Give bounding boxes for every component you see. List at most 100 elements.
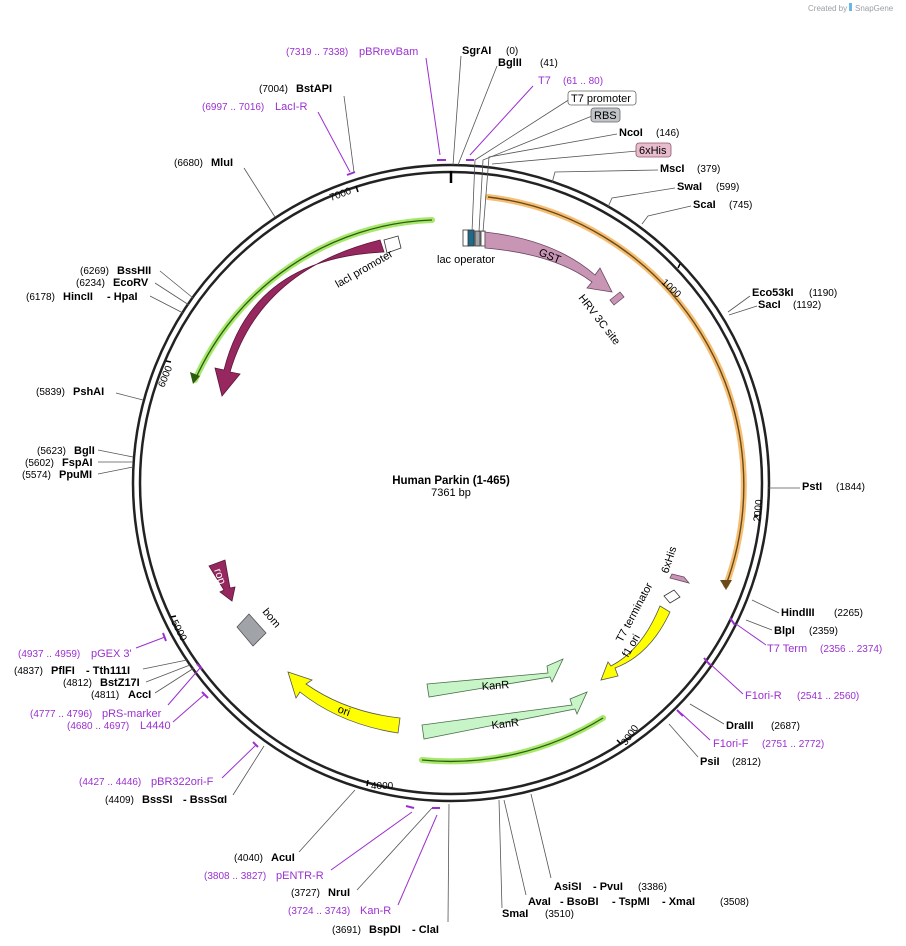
ecorv-label[interactable]: EcoRV <box>113 277 149 289</box>
pshai-label[interactable]: PshAI <box>73 386 104 398</box>
nrui-pos: (3727) <box>291 888 320 899</box>
t7-terminator-arrow[interactable] <box>663 589 681 604</box>
green-arc-top-arrowhead <box>190 372 200 384</box>
lac-operator-feature[interactable] <box>462 229 486 247</box>
bsssi-leader <box>232 745 265 796</box>
ecorv-pos: (6234) <box>76 278 105 289</box>
bsssi-label[interactable]: BssSI <box>142 794 173 806</box>
psii-label[interactable]: PsiI <box>700 756 720 768</box>
mlui-label[interactable]: MluI <box>211 157 233 169</box>
l4440-marker <box>201 691 209 699</box>
bstapi-label[interactable]: BstAPI <box>296 83 332 95</box>
rop-feature-arrow[interactable] <box>208 559 236 602</box>
t7-promoter-box[interactable] <box>567 90 637 106</box>
ncoi-label[interactable]: NcoI <box>619 127 643 139</box>
t7-primer-label[interactable]: T7 <box>538 75 551 87</box>
smai-pos: (3510) <box>545 909 574 920</box>
bgli-label[interactable]: BglI <box>74 445 95 457</box>
prs-marker-label[interactable]: pRS-marker <box>102 708 162 720</box>
bstz17i-leader <box>145 664 191 683</box>
t7term-primer-label[interactable]: T7 Term <box>767 643 807 655</box>
bspdi-label[interactable]: BspDI <box>369 924 401 936</box>
rbs-leader <box>478 115 593 233</box>
rbs-box[interactable] <box>590 107 621 123</box>
draiii-pos: (2687) <box>771 721 800 732</box>
bspdi-leader <box>447 803 450 923</box>
saci-label[interactable]: SacI <box>758 299 781 311</box>
blpi-leader <box>745 619 773 631</box>
laci-promoter-arrow[interactable] <box>383 235 402 254</box>
f1ori-r-label[interactable]: F1ori-R <box>745 690 782 702</box>
f1ori-f-marker <box>676 709 684 717</box>
asisi-label[interactable]: AsiSI <box>554 881 582 893</box>
psii-leader <box>668 723 699 758</box>
pshai-leader <box>115 392 144 401</box>
smai-label[interactable]: SmaI <box>502 908 528 920</box>
f1ori-f-label[interactable]: F1ori-F <box>713 738 749 750</box>
kanr-label-1: KanR <box>481 679 509 693</box>
nrui-label[interactable]: NruI <box>328 887 350 899</box>
ppumi-pos: (5574) <box>22 470 51 481</box>
laci-feature-arrow[interactable] <box>214 239 385 397</box>
gst-feature-arrow[interactable] <box>484 231 613 293</box>
acci-label[interactable]: AccI <box>128 689 151 701</box>
kanr-label-2: KanR <box>491 717 520 732</box>
bsssai-label[interactable]: - BssSαI <box>183 794 227 806</box>
t7-promoter-label: T7 promoter <box>571 93 631 105</box>
hincii-label[interactable]: HincII <box>63 291 93 303</box>
his-box[interactable] <box>635 142 672 158</box>
ecorv-leader <box>154 282 190 306</box>
green-arc-top-line <box>194 219 433 381</box>
pentr-r-label[interactable]: pENTR-R <box>276 870 324 882</box>
scai-label[interactable]: ScaI <box>693 199 716 211</box>
his-tag-arrow[interactable] <box>669 573 691 584</box>
l4440-label[interactable]: L4440 <box>140 720 171 732</box>
l4440-pos: (4680 .. 4697) <box>67 721 129 732</box>
ori-arrow[interactable] <box>287 671 401 734</box>
pbr322ori-f-label[interactable]: pBR322ori-F <box>151 776 214 788</box>
acui-label[interactable]: AcuI <box>271 852 295 864</box>
ppumi-label[interactable]: PpuMI <box>59 469 92 481</box>
bom-feature[interactable] <box>236 613 267 647</box>
bsshii-label[interactable]: BssHII <box>117 265 151 277</box>
kanr-arrow-1[interactable] <box>426 658 564 698</box>
sgrai-label[interactable]: SgrAI <box>462 45 491 57</box>
insert-highlight-arc <box>485 194 747 588</box>
xmai-label[interactable]: - XmaI <box>662 896 695 908</box>
hrv-3c-site-arrow[interactable] <box>609 291 625 306</box>
hindiii-label[interactable]: HindIII <box>781 607 815 619</box>
swai-label[interactable]: SwaI <box>677 181 702 193</box>
pshai-pos: (5839) <box>36 387 65 398</box>
bstz17i-label[interactable]: BstZ17I <box>100 677 140 689</box>
tspmi-label[interactable]: - TspMI <box>612 896 650 908</box>
hpai-label[interactable]: - HpaI <box>107 291 138 303</box>
draiii-label[interactable]: DraIII <box>726 720 754 732</box>
blpi-label[interactable]: BlpI <box>774 625 795 637</box>
psti-label[interactable]: PstI <box>802 481 822 493</box>
clai-label[interactable]: - ClaI <box>412 924 439 936</box>
f1-ori-arrow[interactable] <box>600 605 671 681</box>
pbr322ori-f-leader <box>221 744 257 779</box>
eco53ki-label[interactable]: Eco53kI <box>752 287 794 299</box>
t7-primer-leader <box>469 85 534 156</box>
pvui-label[interactable]: - PvuI <box>593 881 623 893</box>
snapgene-brand: SnapGene <box>855 4 894 13</box>
pbrrevbam-label[interactable]: pBRrevBam <box>359 46 418 58</box>
msci-label[interactable]: MscI <box>660 163 684 175</box>
plasmid-title: Human Parkin (1-465) <box>392 475 510 487</box>
laci-r-leader <box>317 111 351 173</box>
gst-label: GST <box>537 247 563 267</box>
kan-r-label[interactable]: Kan-R <box>360 905 391 917</box>
pflfi-label[interactable]: PflFI <box>51 665 75 677</box>
bsssi-pos: (4409) <box>105 795 134 806</box>
tth111i-label[interactable]: - Tth111I <box>86 665 130 677</box>
pbrrevbam-pos[interactable]: (7319 .. 7338) <box>286 47 348 58</box>
avai-label[interactable]: AvaI <box>528 896 551 908</box>
kanr-arrow-2[interactable] <box>421 691 588 740</box>
pgex3-label[interactable]: pGEX 3' <box>91 648 132 660</box>
bsobi-label[interactable]: - BsoBI <box>560 896 599 908</box>
lac-operator-label: lac operator <box>437 254 495 266</box>
bglii-label[interactable]: BglII <box>498 57 522 69</box>
laci-r-label[interactable]: LacI-R <box>275 101 307 113</box>
fspai-label[interactable]: FspAI <box>62 457 93 469</box>
